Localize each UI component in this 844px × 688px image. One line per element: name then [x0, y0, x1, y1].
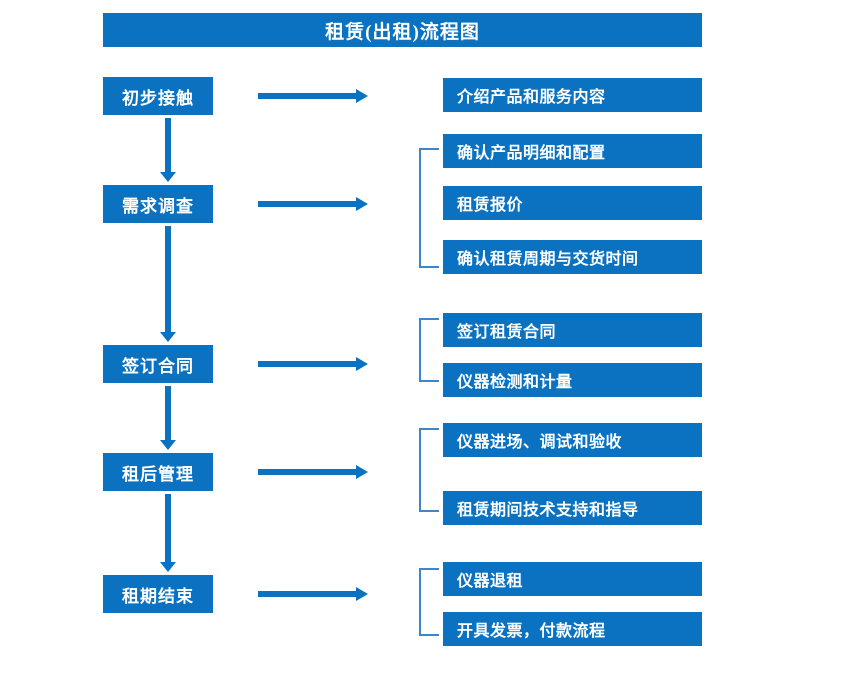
detail-box-2[interactable]: 确认产品明细和配置 — [443, 134, 702, 168]
arrow-head — [160, 172, 176, 182]
group-bracket-management — [419, 428, 439, 512]
arrow-stem — [165, 386, 171, 440]
arrow-stem — [165, 494, 171, 562]
stage-box-5[interactable]: 租期结束 — [103, 575, 213, 613]
detail-box-5[interactable]: 签订租赁合同 — [443, 313, 702, 347]
right-arrow-icon-5 — [258, 587, 368, 601]
arrow-head — [356, 465, 368, 479]
down-arrow-icon-1 — [158, 118, 178, 182]
detail-box-3[interactable]: 租赁报价 — [443, 186, 702, 220]
arrow-head — [356, 587, 368, 601]
arrow-stem — [258, 93, 356, 99]
down-arrow-icon-3 — [158, 386, 178, 450]
arrow-head — [356, 89, 368, 103]
detail-box-9[interactable]: 仪器退租 — [443, 562, 702, 596]
arrow-head — [356, 197, 368, 211]
right-arrow-icon-4 — [258, 465, 368, 479]
detail-box-4[interactable]: 确认租赁周期与交货时间 — [443, 240, 702, 274]
arrow-stem — [258, 361, 356, 367]
group-bracket-contract — [419, 318, 439, 382]
down-arrow-icon-4 — [158, 494, 178, 572]
group-bracket-termination — [419, 568, 439, 636]
detail-box-7[interactable]: 仪器进场、调试和验收 — [443, 423, 702, 457]
arrow-stem — [258, 469, 356, 475]
stage-box-4[interactable]: 租后管理 — [103, 453, 213, 491]
arrow-stem — [258, 591, 356, 597]
arrow-head — [160, 562, 176, 572]
right-arrow-icon-2 — [258, 197, 368, 211]
arrow-stem — [258, 201, 356, 207]
down-arrow-icon-2 — [158, 226, 178, 342]
detail-box-8[interactable]: 租赁期间技术支持和指导 — [443, 491, 702, 525]
group-bracket-requirements — [419, 148, 439, 268]
arrow-head — [160, 440, 176, 450]
detail-box-1[interactable]: 介绍产品和服务内容 — [443, 78, 702, 112]
arrow-stem — [165, 118, 171, 172]
stage-box-2[interactable]: 需求调查 — [103, 185, 213, 223]
detail-box-6[interactable]: 仪器检测和计量 — [443, 363, 702, 397]
arrow-head — [160, 332, 176, 342]
right-arrow-icon-3 — [258, 357, 368, 371]
arrow-stem — [165, 226, 171, 332]
stage-box-3[interactable]: 签订合同 — [103, 345, 213, 383]
detail-box-10[interactable]: 开具发票，付款流程 — [443, 612, 702, 646]
arrow-head — [356, 357, 368, 371]
stage-box-1[interactable]: 初步接触 — [103, 77, 213, 115]
page-title: 租赁(出租)流程图 — [103, 13, 702, 47]
right-arrow-icon-1 — [258, 89, 368, 103]
